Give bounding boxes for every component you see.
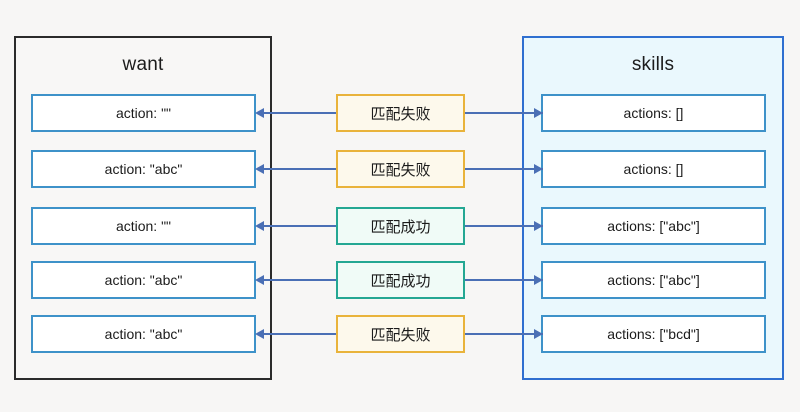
status-label-3[interactable]: 匹配成功 [336,261,465,299]
connector-left-4 [258,333,336,335]
want-item-4[interactable]: action: "abc" [31,315,256,353]
want-panel-title: want [122,54,164,75]
connector-left-0 [258,112,336,114]
arrow-right-4 [534,329,543,339]
arrow-right-3 [534,275,543,285]
want-item-3[interactable]: action: "abc" [31,261,256,299]
status-label-2-text: 匹配成功 [370,218,431,236]
want-item-2[interactable]: action: "" [31,207,256,245]
connector-left-2 [258,225,336,227]
skills-item-4-label: actions: ["bcd"] [607,326,700,342]
connector-right-4 [465,333,543,335]
arrow-right-1 [534,164,543,174]
skills-item-3-label: actions: ["abc"] [607,272,700,288]
arrow-left-4 [255,329,264,339]
connector-left-3 [258,279,336,281]
status-label-2[interactable]: 匹配成功 [336,207,465,245]
connector-right-1 [465,168,543,170]
connector-right-3 [465,279,543,281]
skills-item-2-label: actions: ["abc"] [607,218,700,234]
skills-item-0-label: actions: [] [623,105,684,121]
status-label-4-text: 匹配失败 [370,326,431,344]
connector-right-2 [465,225,543,227]
status-label-3-text: 匹配成功 [370,272,431,290]
status-label-1[interactable]: 匹配失败 [336,150,465,188]
status-label-4[interactable]: 匹配失败 [336,315,465,353]
want-item-2-label: action: "" [115,218,172,234]
arrow-right-0 [534,108,543,118]
want-item-0[interactable]: action: "" [31,94,256,132]
status-label-1-text: 匹配失败 [370,161,431,179]
arrow-left-1 [255,164,264,174]
status-label-0-text: 匹配失败 [370,105,431,123]
want-item-0-label: action: "" [115,105,172,121]
want-item-3-label: action: "abc" [104,272,183,288]
want-item-1[interactable]: action: "abc" [31,150,256,188]
skills-item-3[interactable]: actions: ["abc"] [541,261,766,299]
skills-panel-title: skills [631,54,675,75]
connector-right-0 [465,112,543,114]
skills-item-0[interactable]: actions: [] [541,94,766,132]
skills-item-1[interactable]: actions: [] [541,150,766,188]
skills-item-4[interactable]: actions: ["bcd"] [541,315,766,353]
skills-item-2[interactable]: actions: ["abc"] [541,207,766,245]
status-label-0[interactable]: 匹配失败 [336,94,465,132]
want-item-4-label: action: "abc" [104,326,183,342]
arrow-left-3 [255,275,264,285]
arrow-left-2 [255,221,264,231]
arrow-right-2 [534,221,543,231]
arrow-left-0 [255,108,264,118]
want-item-1-label: action: "abc" [104,161,183,177]
connector-left-1 [258,168,336,170]
skills-item-1-label: actions: [] [623,161,684,177]
